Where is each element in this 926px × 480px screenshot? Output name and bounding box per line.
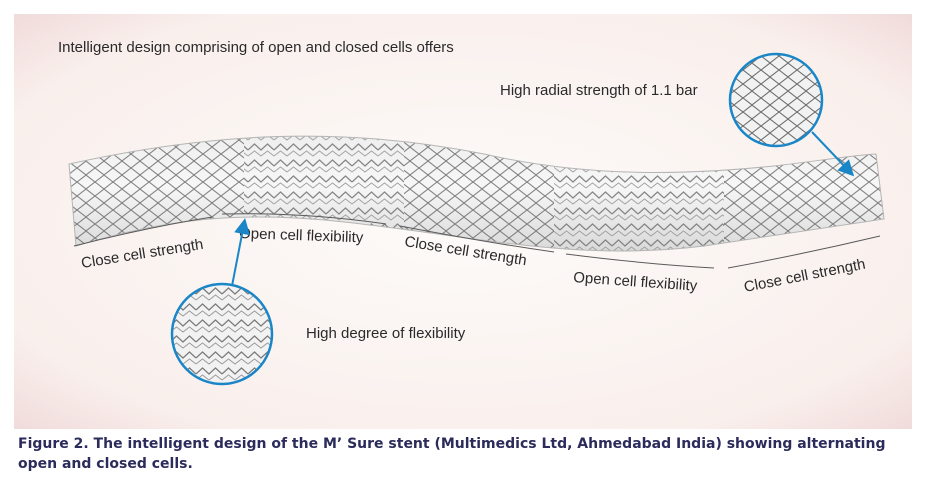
radial-arrow [811,131,855,177]
flexibility-label: High degree of flexibility [306,325,466,342]
diagram-title: Intelligent design comprising of open an… [58,39,454,56]
radial-zoom-callout [728,52,824,148]
segment-label-2: Open cell flexibility [239,225,364,246]
figure-caption: Figure 2. The intelligent design of the … [18,436,886,472]
flexibility-zoom-callout [170,282,274,386]
flexibility-arrow [231,218,250,287]
segment-lines [73,213,881,269]
stent-diagram: Close cell strength Open cell flexibilit… [14,14,912,429]
figure-panel: Close cell strength Open cell flexibilit… [14,14,912,429]
radial-strength-label: High radial strength of 1.1 bar [500,82,698,99]
stent-outline [68,135,885,252]
